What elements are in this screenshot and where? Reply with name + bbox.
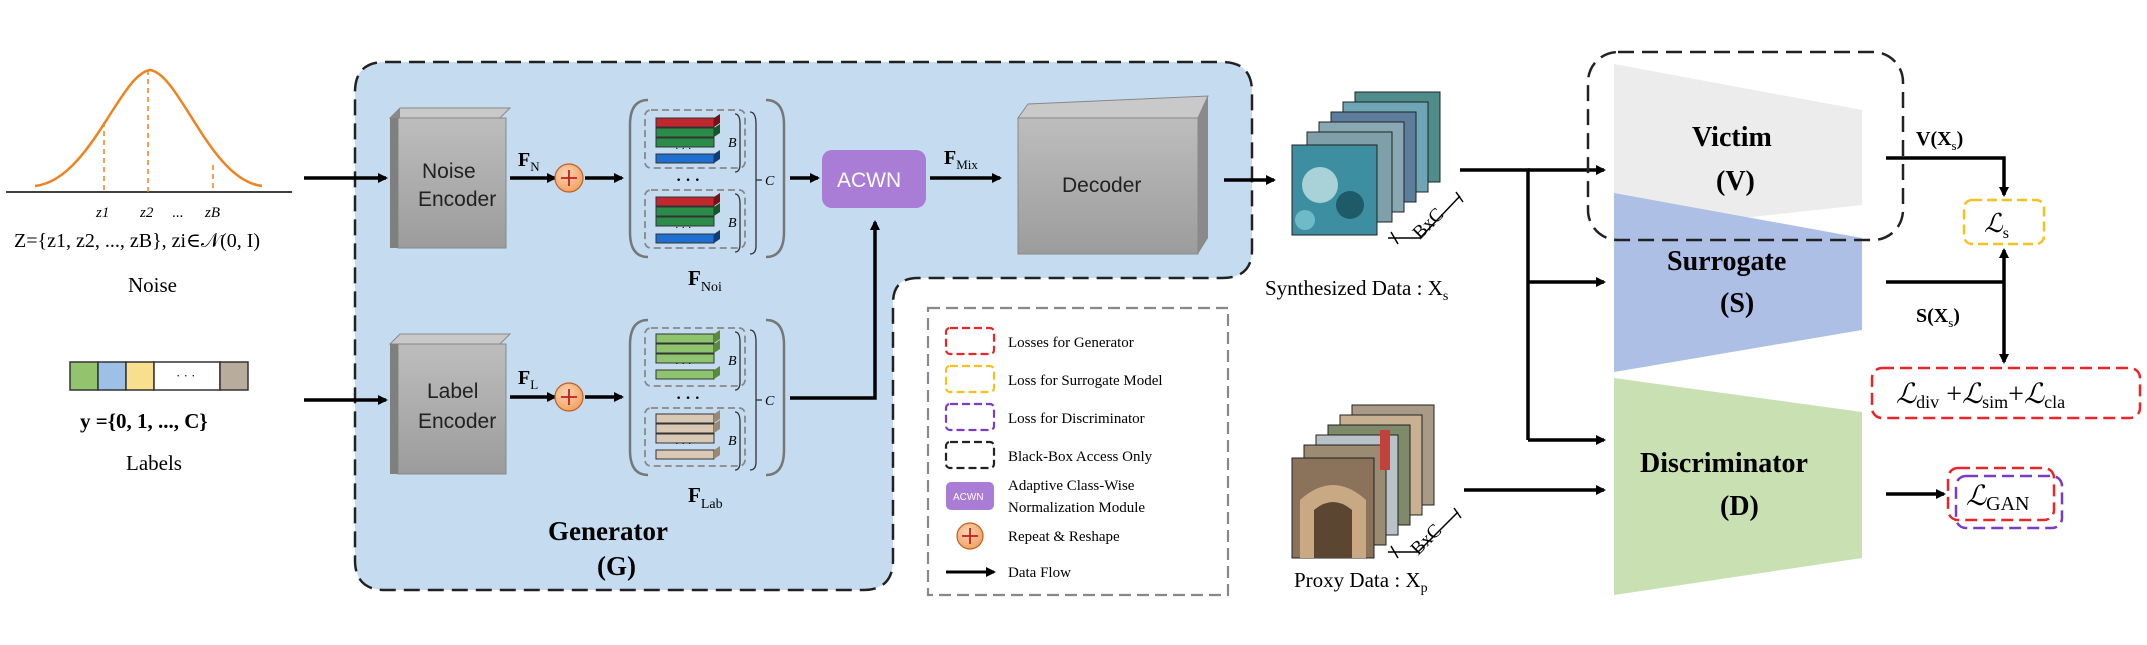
victim-title: Victim xyxy=(1692,122,1772,153)
labels-formula: y ={0, 1, ..., C} xyxy=(80,409,208,433)
noise-formula: Z={z1, z2, ..., zB}, zi∈𝒩(0, I) xyxy=(14,230,260,252)
surrogate-loss: ℒs xyxy=(1984,209,2009,242)
v-output-label: V(Xs) xyxy=(1916,128,1963,153)
legend-acwn-small: ACWN xyxy=(953,492,984,503)
f-lab-b2: B xyxy=(728,434,737,449)
victim-model xyxy=(1614,64,1862,232)
legend-yellow-swatch xyxy=(944,364,996,394)
legend-acwn-swatch xyxy=(946,482,994,510)
fn-label: FN xyxy=(518,149,540,174)
label-strip xyxy=(69,361,249,391)
gan-loss: ℒGAN xyxy=(1966,481,2030,515)
proxy-images xyxy=(1291,404,1462,559)
noise-label: Noise xyxy=(128,273,177,297)
label-encoder xyxy=(388,333,512,475)
surrogate-title: Surrogate xyxy=(1667,246,1786,277)
discriminator-model xyxy=(1614,378,1862,595)
f-lab-to-acwn-arrow xyxy=(790,220,880,400)
synthesized-images xyxy=(1291,91,1464,245)
f-noi-tensor xyxy=(628,98,786,259)
noise-tick-z1: z1 xyxy=(95,205,109,221)
f-noi-label: FNoi xyxy=(688,266,722,295)
legend-red-swatch xyxy=(944,326,996,356)
noise-tick-z2: z2 xyxy=(139,205,154,221)
f-noi-dots-mid: · · · xyxy=(676,172,700,189)
gan-loss-box-purple xyxy=(1954,474,2064,530)
s-output-label: S(Xs) xyxy=(1916,305,1960,330)
generator-loss-box xyxy=(1870,366,2142,420)
discriminator-title: Discriminator xyxy=(1640,448,1808,479)
legend-item-blackbox: Black-Box Access Only xyxy=(1008,449,1153,465)
generator-abbr: (G) xyxy=(597,551,636,581)
fl-label: FL xyxy=(518,367,538,392)
legend-item-surrogate-loss: Loss for Surrogate Model xyxy=(1008,373,1163,389)
synth-data-label: Synthesized Data : Xs xyxy=(1265,276,1448,304)
legend-item-dataflow: Data Flow xyxy=(1008,565,1071,581)
f-lab-dots-a: · · · xyxy=(675,358,692,370)
legend-item-discriminator-loss: Loss for Discriminator xyxy=(1008,411,1145,427)
generator-title: Generator xyxy=(548,516,668,546)
legend-item-generator-loss: Losses for Generator xyxy=(1008,335,1134,351)
noise-encoder xyxy=(388,107,512,249)
decoder-label: Decoder xyxy=(1062,174,1141,197)
label-strip-dots: · · · xyxy=(176,368,196,383)
gan-loss-box-red xyxy=(1946,466,2056,522)
black-box-boundary xyxy=(1586,50,1905,242)
f-lab-tensor xyxy=(628,318,786,477)
surrogate-model xyxy=(1614,193,1862,372)
victim-output-arrow xyxy=(1886,156,2009,197)
f-noi-dots-a: · · · xyxy=(675,143,692,155)
label-encoder-line2: Encoder xyxy=(418,410,496,433)
legend-item-acwn-line1: Adaptive Class-Wise xyxy=(1008,478,1135,494)
gaussian-curve xyxy=(6,68,292,193)
surrogate-loss-box xyxy=(1962,198,2046,246)
legend-item-repeat: Repeat & Reshape xyxy=(1008,529,1120,545)
proxy-data-label: Proxy Data : Xp xyxy=(1294,568,1428,596)
f-lab-dots-mid: · · · xyxy=(676,390,700,407)
f-lab-b1: B xyxy=(728,354,737,369)
legend-black-swatch xyxy=(944,440,996,470)
synth-data-flow xyxy=(1460,165,1606,445)
legend-box xyxy=(926,306,1230,597)
acwn-label: ACWN xyxy=(837,169,901,192)
f-noi-dots-b: · · · xyxy=(675,222,692,234)
f-noi-b2: B xyxy=(728,216,737,231)
f-lab-label: FLab xyxy=(688,483,723,512)
proxy-bxc: BxC xyxy=(1407,520,1446,559)
f-lab-dots-b: · · · xyxy=(675,438,692,450)
f-noi-b1: B xyxy=(728,136,737,151)
noise-encoder-line2: Encoder xyxy=(418,188,496,211)
noise-tick-dots: ... xyxy=(172,205,183,221)
discriminator-abbr: (D) xyxy=(1720,491,1759,522)
noise-tick-zb: zB xyxy=(204,205,220,221)
generator-loss: ℒdiv +ℒsim+ℒcla xyxy=(1896,379,2065,412)
legend-item-acwn-line2: Normalization Module xyxy=(1008,500,1145,516)
fmix-label: FMix xyxy=(944,147,978,172)
surrogate-abbr: (S) xyxy=(1720,288,1754,319)
labels-label: Labels xyxy=(126,451,182,475)
legend-purple-swatch xyxy=(944,402,996,432)
f-lab-c: C xyxy=(765,394,775,409)
label-encoder-line1: Label xyxy=(427,380,478,403)
noise-encoder-line1: Noise xyxy=(422,160,476,183)
f-noi-c: C xyxy=(765,174,775,189)
victim-abbr: (V) xyxy=(1716,166,1755,197)
decoder xyxy=(1017,95,1209,255)
acwn-module xyxy=(822,150,926,208)
